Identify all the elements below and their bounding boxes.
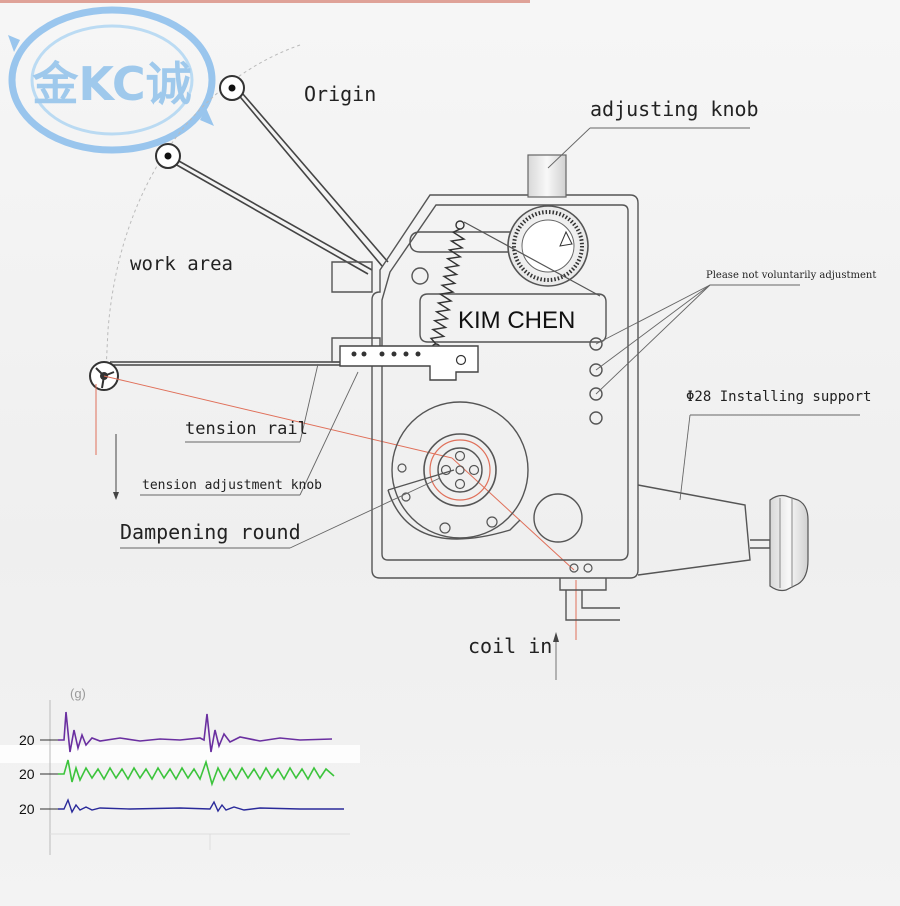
label-work-area: work area xyxy=(130,253,233,275)
label-tension-rail: tension rail xyxy=(185,419,308,439)
brand-name: KIM CHEN xyxy=(458,307,575,334)
trace-purple xyxy=(58,711,333,753)
tension-dial xyxy=(507,205,589,287)
exit-hole-right xyxy=(583,563,593,573)
top-strip xyxy=(0,0,530,3)
label-coil-in: coil in xyxy=(468,634,552,658)
wire-path xyxy=(95,375,577,640)
dampening-wheel xyxy=(387,401,529,540)
logo-text: 金KC诚 xyxy=(31,57,191,111)
guide-roller xyxy=(533,493,583,543)
exit-hole-left xyxy=(569,563,579,573)
tension-graph: (g) 20 20 20 xyxy=(0,686,360,855)
graph-row-label-3: 20 xyxy=(19,801,35,817)
origin-pulley xyxy=(219,75,245,101)
label-please-not-adjust: Please not voluntarily adjustment xyxy=(706,270,876,281)
company-logo: 金KC诚 xyxy=(8,6,216,154)
mid-pulley xyxy=(155,143,181,169)
tension-rail-plate xyxy=(339,345,479,381)
leader-lines xyxy=(120,127,860,680)
label-origin: Origin xyxy=(304,82,376,106)
label-installing-support: Φ28 Installing support xyxy=(686,389,871,405)
trace-blue xyxy=(58,798,344,814)
graph-unit: (g) xyxy=(70,686,86,701)
label-adjusting-knob: adjusting knob xyxy=(590,97,759,121)
trace-green xyxy=(58,759,335,787)
coil-in-arrow xyxy=(553,632,559,642)
tensioner-body xyxy=(331,194,771,621)
graph-highlight-band xyxy=(0,745,360,763)
spring-lever xyxy=(463,221,601,297)
installing-support-knob xyxy=(769,494,809,592)
graph-row-label-2: 20 xyxy=(19,766,35,782)
label-tension-adjustment-knob: tension adjustment knob xyxy=(142,478,322,493)
arm-assembly xyxy=(110,85,389,366)
down-arrow xyxy=(113,434,119,500)
label-dampening-round: Dampening round xyxy=(120,520,301,544)
adjusting-knob xyxy=(527,154,567,198)
graph-row-label-1: 20 xyxy=(19,732,35,748)
